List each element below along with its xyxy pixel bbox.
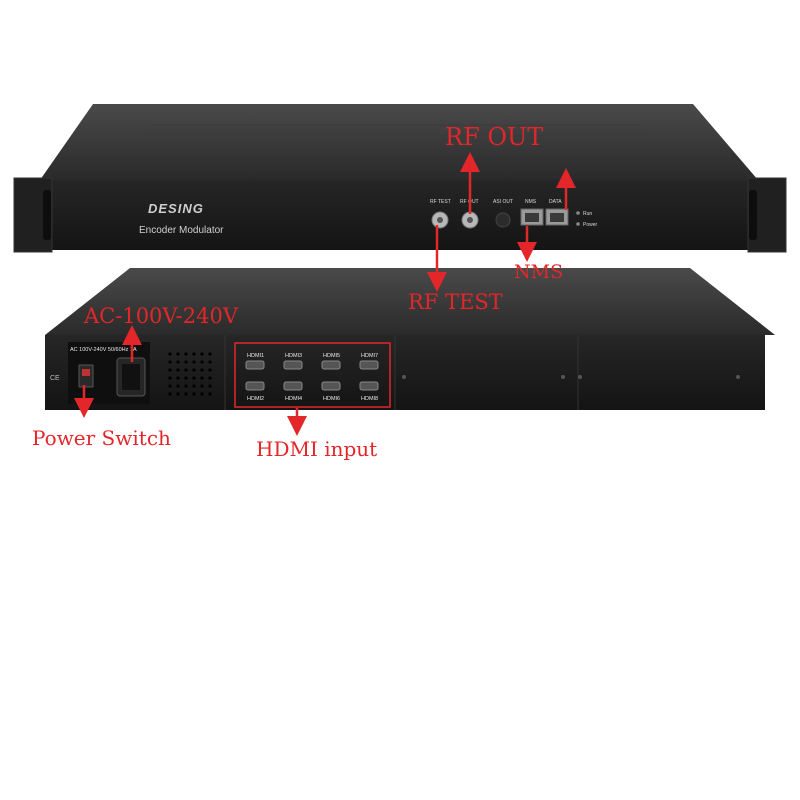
hdmi-port-5 [321,360,341,370]
power-led [576,222,580,226]
hdmi-label-8: HDMI8 [361,396,378,402]
hdmi-label-2: HDMI2 [247,396,264,402]
hdmi-label-5: HDMI5 [323,353,340,359]
port-label-rf-test: RF TEST [430,199,451,205]
callout-ac-power: AC-100V-240V [83,304,239,328]
hdmi-label-4: HDMI4 [285,396,302,402]
hdmi-label-3: HDMI3 [285,353,302,359]
brand-logo: DESING [148,201,204,216]
rear-face [45,335,765,410]
hdmi-port-3 [283,360,303,370]
callout-rf-test: RF TEST [408,290,503,314]
front-unit: DESING Encoder Modulator RF TEST RF OUT … [13,104,787,253]
rear-unit: AC 100V-240V 50/60Hz 1A CE HDMI1 HDMI3 H… [45,268,775,410]
port-label-data: DATA [549,199,562,205]
callout-hdmi-input: HDMI input [256,437,377,461]
port-label-asi-out: ASI OUT [493,199,513,205]
hdmi-port-7 [359,360,379,370]
vent-grid [168,352,212,396]
callout-power-switch: Power Switch [32,426,171,450]
hdmi-highlight-box [234,342,391,408]
hdmi-port-1 [245,360,265,370]
hdmi-port-2 [245,381,265,391]
callout-arrows [74,152,576,436]
run-led [576,211,580,215]
callout-rf-out: RF OUT [445,123,543,151]
hdmi-label-6: HDMI6 [323,396,340,402]
callout-nms: NMS [514,261,563,283]
hdmi-port-6 [321,381,341,391]
hdmi-port-4 [283,381,303,391]
hdmi-port-8 [359,381,379,391]
ce-mark: CE [50,375,60,382]
model-label: Encoder Modulator [139,225,224,236]
power-rating-label: AC 100V-240V 50/60Hz 1A [70,347,137,353]
power-led-label: Power [583,222,598,228]
hdmi-label-1: HDMI1 [247,353,264,359]
front-face [38,180,762,250]
asi-out-connector [495,212,511,228]
hdmi-label-7: HDMI7 [361,353,378,359]
rear-unit-top [45,268,775,335]
run-led-label: Run [583,211,592,217]
front-unit-top [40,104,758,180]
port-label-nms: NMS [525,199,537,205]
